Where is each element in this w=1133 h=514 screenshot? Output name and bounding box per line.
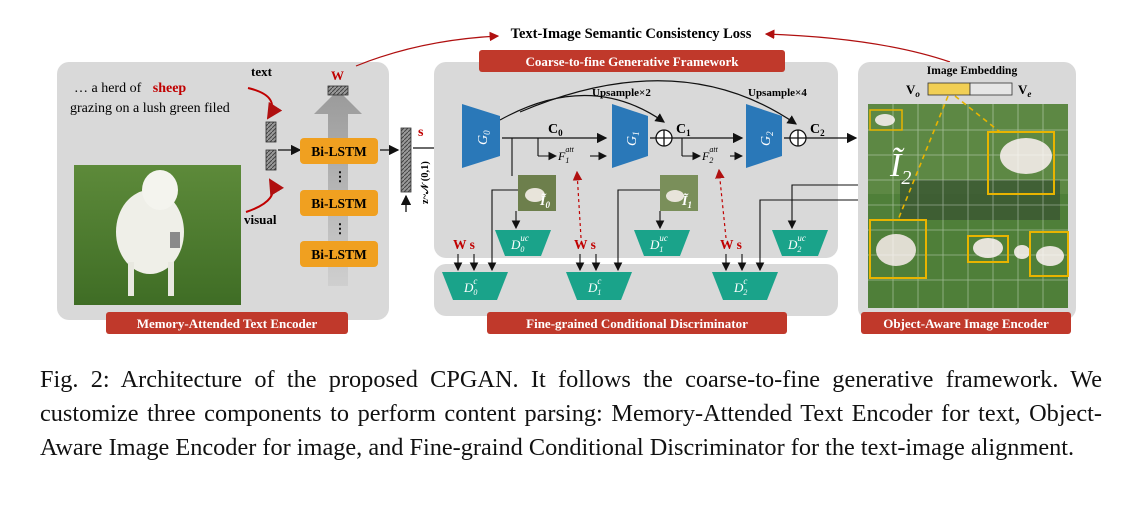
sentence-line-1: … a herd of sheep	[74, 81, 186, 96]
caption-text: Architecture of the proposed CPGAN. It f…	[40, 366, 1103, 461]
d2uc-label: D2uc	[787, 233, 806, 254]
generative-label-box	[479, 50, 785, 72]
vo-embedding-bar	[927, 82, 971, 96]
sentence-line-2: grazing on a lush green filed	[70, 101, 230, 116]
vo-dashed-line-2	[954, 95, 1001, 133]
f2-label: F2att	[701, 145, 719, 165]
text-feature-vector	[265, 121, 277, 143]
text-encoder-label: Memory-Attended Text Encoder	[137, 316, 318, 331]
semantic-consistency-loss-label: Text-Image Semantic Consistency Loss	[511, 26, 752, 42]
i1-to-d1c	[613, 189, 660, 272]
ve-label: Ve	[1018, 82, 1031, 99]
bi-lstm-label-2: Bi-LSTM	[311, 196, 367, 211]
figure-caption: Fig. 2: Architecture of the proposed CPG…	[40, 363, 1102, 465]
c0-label: C0	[548, 122, 563, 138]
g1-label: G1	[625, 131, 641, 146]
generator-g2	[746, 104, 782, 168]
i2-to-d2c	[755, 199, 858, 272]
generated-image-i2	[868, 104, 1068, 308]
i0-label: Ĩ0	[539, 191, 550, 210]
d1-c	[566, 272, 632, 300]
sentence-vector	[400, 127, 412, 193]
caption-label: Fig. 2:	[40, 366, 110, 393]
f2-attention-dashed	[715, 168, 727, 239]
noise-label: z~𝒩 (0,1)	[420, 161, 431, 204]
d0uc-label: D0uc	[510, 233, 529, 254]
d1c-label: D1c	[587, 276, 601, 297]
loss-arrow-from-text	[355, 31, 500, 67]
g0-label: G0	[476, 130, 492, 145]
visual-label: visual	[244, 212, 277, 227]
ws-label-2: W s	[720, 237, 742, 252]
memory-up-arrow	[314, 90, 362, 286]
upsample2-label: Upsample×2	[592, 87, 651, 99]
loss-arrow-from-image	[764, 29, 951, 63]
w-vector	[327, 85, 349, 96]
bi-lstm-label-3: Bi-LSTM	[311, 247, 367, 262]
i2-label: Ĩ2	[889, 147, 911, 189]
image-encoder-label: Object-Aware Image Encoder	[883, 316, 1049, 331]
g2-label: G2	[759, 131, 775, 146]
object-box-3	[967, 235, 1009, 263]
architecture-diagram: … a herd of sheep grazing on a lush gree…	[57, 26, 1076, 334]
text-encoder-label-box	[106, 312, 348, 334]
generative-label: Coarse-to-fine Generative Framework	[526, 54, 740, 69]
object-box-4	[1029, 231, 1069, 277]
bi-lstm-block-2	[300, 190, 378, 216]
image-encoder-label-box	[861, 312, 1071, 334]
i2-to-d2uc	[787, 184, 858, 230]
upsample4-arrow	[519, 80, 797, 125]
w-label: W	[331, 68, 344, 83]
f1-attention-dashed	[572, 170, 583, 239]
i0-to-d0c	[487, 189, 518, 272]
ws-label-1: W s	[574, 237, 596, 252]
visual-feature-vector	[265, 149, 277, 171]
image-embedding-label: Image Embedding	[927, 65, 1018, 77]
object-box-5	[869, 109, 903, 131]
vo-dashed-line-1	[897, 95, 949, 221]
lstm-dots-2: ⋮	[334, 221, 347, 236]
generator-g1	[612, 104, 648, 168]
object-box-2	[869, 219, 927, 279]
image-grid	[868, 104, 1068, 308]
f1-label: F1att	[557, 145, 575, 165]
lstm-dots-1: ⋮	[334, 169, 347, 184]
d2c-label: D2c	[733, 276, 747, 297]
d0-c	[442, 272, 508, 300]
generated-image-i1	[660, 175, 698, 211]
text-arrow	[247, 87, 283, 120]
d1uc-label: D1uc	[649, 233, 668, 254]
discriminator-label: Fine-grained Conditional Discriminator	[526, 316, 748, 331]
discriminator-label-box	[487, 312, 787, 334]
visual-arrow	[245, 178, 285, 213]
ws-label-0: W s	[453, 237, 475, 252]
ve-embedding-bar	[969, 82, 1013, 96]
sum-node-1-plus	[656, 130, 672, 146]
d2-uc	[772, 230, 828, 256]
d1-uc	[634, 230, 690, 256]
sum-node-2-plus	[790, 130, 806, 146]
c2-label: C2	[810, 122, 825, 138]
text-label: text	[251, 64, 273, 79]
generated-image-i0	[518, 175, 556, 211]
d2-c	[712, 272, 778, 300]
vo-label: Vo	[906, 82, 920, 99]
i1-label: Ĩ1	[681, 191, 692, 210]
s-label: s	[418, 125, 424, 140]
generator-g0	[462, 104, 500, 168]
bi-lstm-label-1: Bi-LSTM	[311, 144, 367, 159]
upsample2-arrow	[499, 94, 665, 123]
c1-label: C1	[676, 122, 691, 138]
upsample4-label: Upsample×4	[748, 87, 807, 99]
object-box-1	[987, 131, 1055, 195]
bi-lstm-block-1	[300, 138, 378, 164]
bi-lstm-block-3	[300, 241, 378, 267]
sheep-photo	[74, 165, 241, 305]
d0-uc	[495, 230, 551, 256]
d0c-label: D0c	[463, 276, 477, 297]
